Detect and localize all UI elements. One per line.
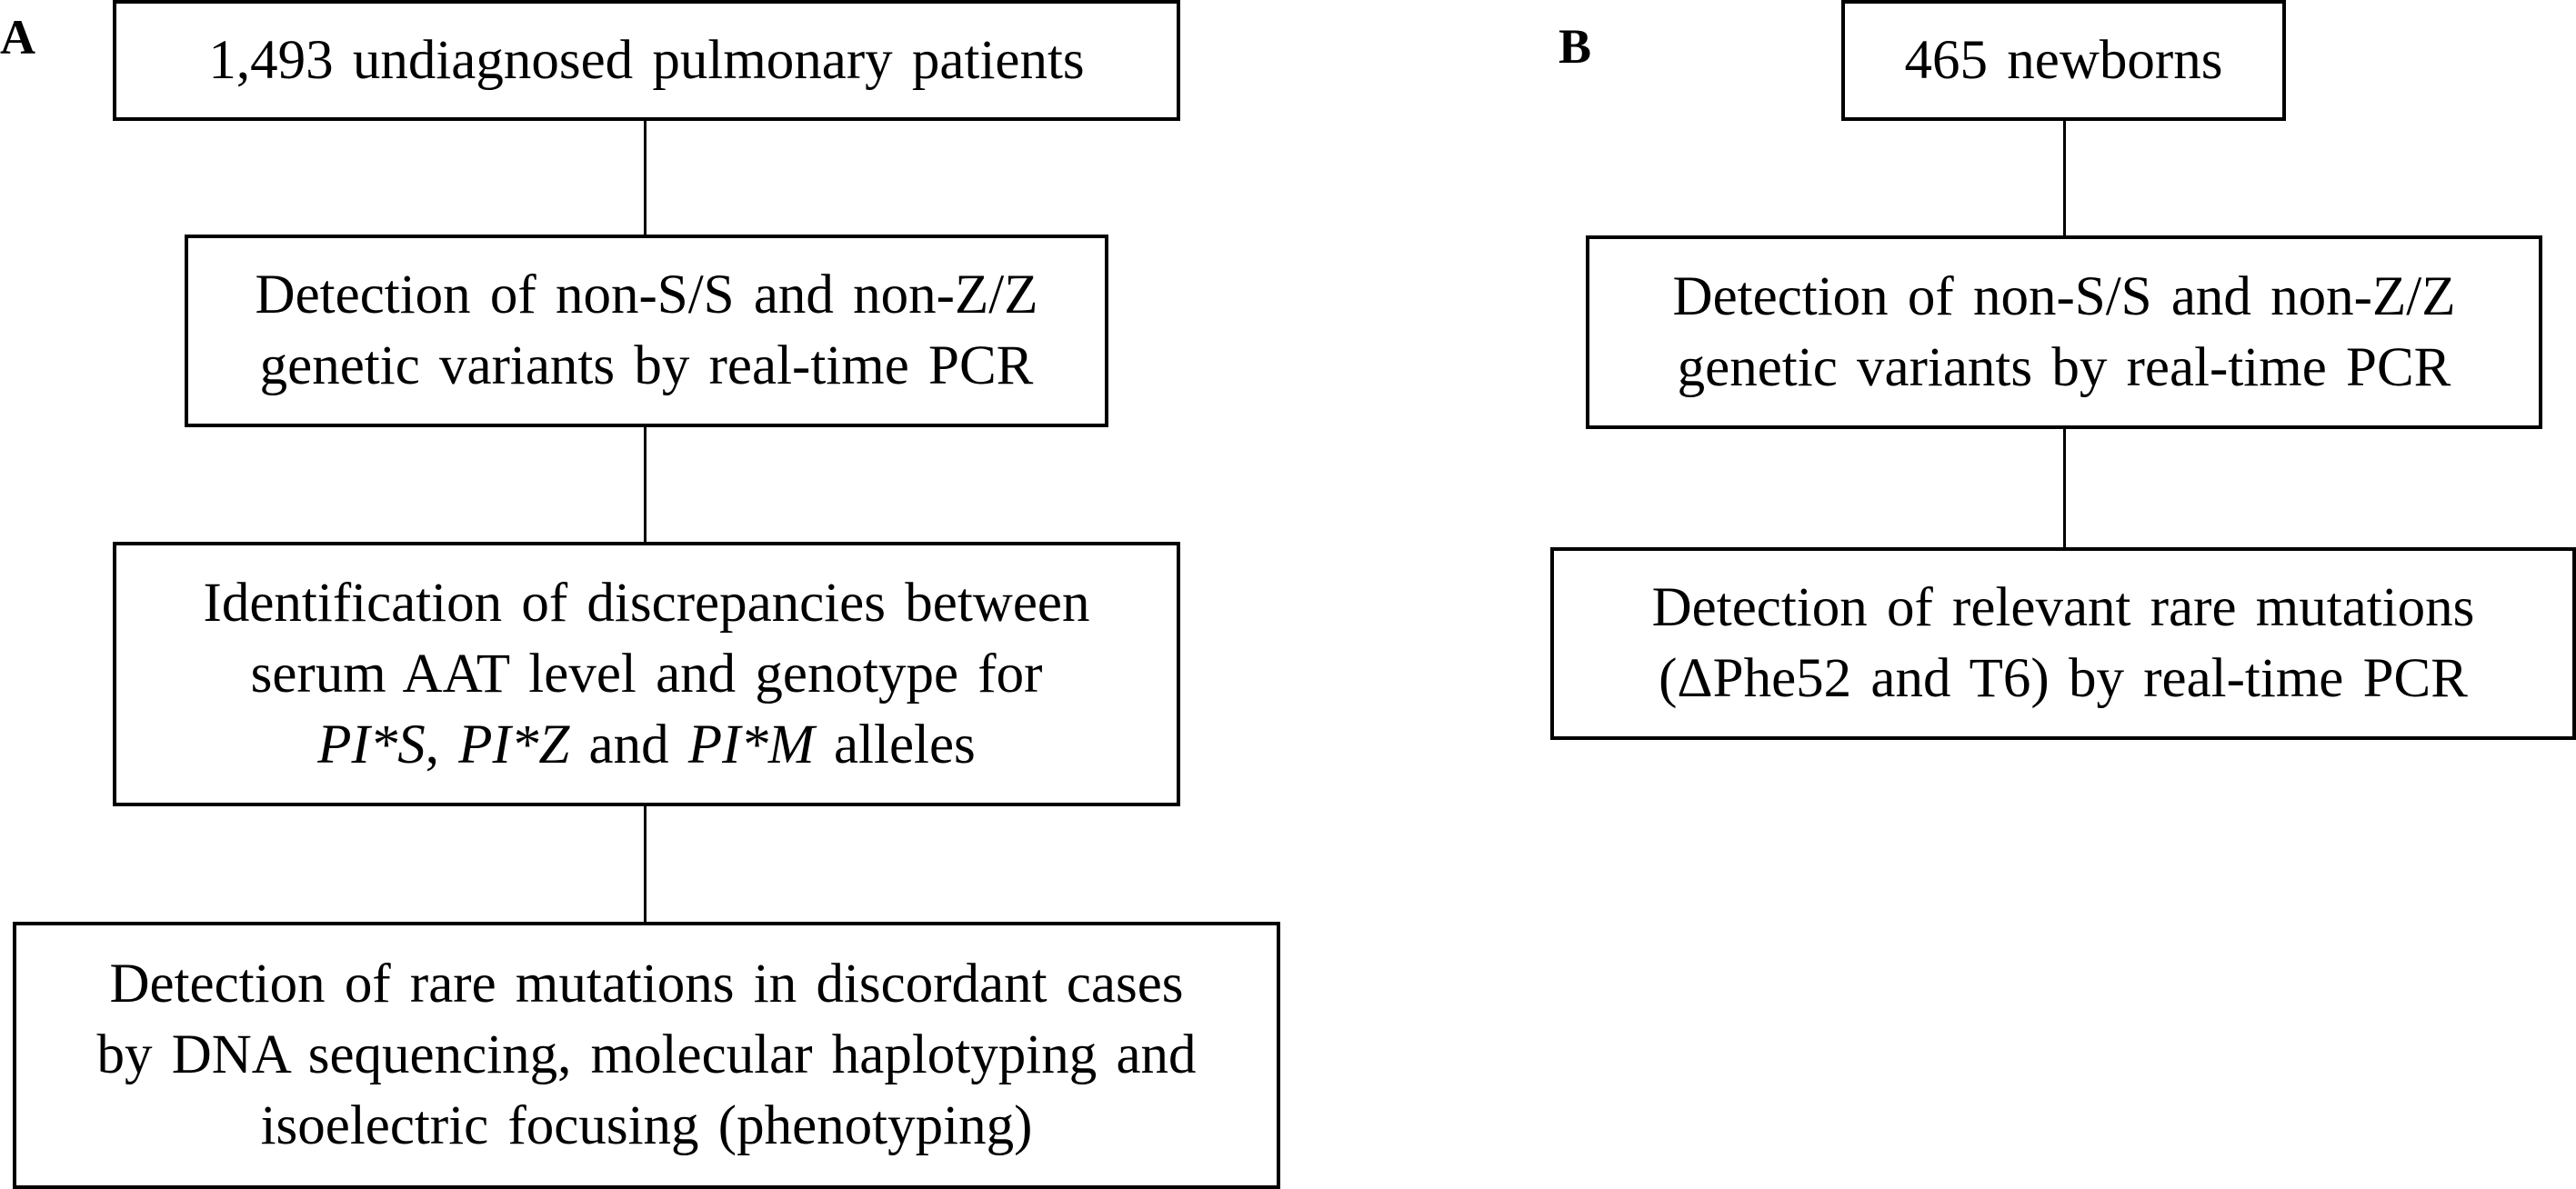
panel-b-step2-line2: genetic variants by real-time PCR: [1677, 336, 2451, 398]
panel-a-step2-line1: Detection of non-S/S and non-Z/Z: [255, 265, 1038, 325]
panel-a-step1-box: 1,493 undiagnosed pulmonary patients: [113, 0, 1180, 121]
allele-pi-m: PI*M: [687, 714, 815, 775]
allele-pi-s: PI*S: [317, 714, 426, 775]
alleles-suffix: alleles: [814, 714, 976, 775]
panel-a-step3-line1: Identification of discrepancies between: [203, 572, 1090, 634]
panel-b-connector-2: [2063, 429, 2066, 547]
panel-b-step1-text: 465 newborns: [1904, 29, 2223, 91]
panel-a-step4-box: Detection of rare mutations in discordan…: [13, 922, 1280, 1189]
panel-a-step4-line2: by DNA sequencing, molecular haplotyping…: [96, 1024, 1197, 1085]
panel-b-step3-box: Detection of relevant rare mutations (ΔP…: [1550, 547, 2576, 740]
panel-a-connector-1: [644, 121, 647, 235]
panel-b-step1-box: 465 newborns: [1841, 0, 2286, 121]
panel-b-connector-1: [2063, 121, 2066, 235]
panel-b-step2-line1: Detection of non-S/S and non-Z/Z: [1672, 265, 2456, 327]
allele-separator-2: and: [569, 714, 688, 775]
panel-a-step4-line3: isoelectric focusing (phenotyping): [260, 1095, 1033, 1156]
panel-b-step3-line2: (ΔPhe52 and T6) by real-time PCR: [1659, 648, 2468, 709]
panel-a-step3-line2: serum AAT level and genotype for: [250, 643, 1043, 704]
panel-a-step2-line2: genetic variants by real-time PCR: [259, 335, 1034, 396]
panel-b-step2-box: Detection of non-S/S and non-Z/Z genetic…: [1586, 235, 2542, 429]
panel-a-step3-line3: PI*S, PI*Z and PI*M alleles: [317, 710, 976, 781]
panel-a-step1-text: 1,493 undiagnosed pulmonary patients: [208, 29, 1085, 91]
panel-a-step4-line1: Detection of rare mutations in discordan…: [109, 954, 1184, 1014]
allele-separator-1: ,: [425, 714, 459, 775]
panel-a-label: A: [0, 10, 35, 65]
panel-a-step3-box: Identification of discrepancies between …: [113, 542, 1180, 806]
panel-b-label: B: [1559, 19, 1592, 74]
panel-a-connector-3: [644, 806, 647, 922]
panel-a-connector-2: [644, 427, 647, 542]
panel-b-step3-line1: Detection of relevant rare mutations: [1651, 577, 2475, 638]
allele-pi-z: PI*Z: [458, 714, 570, 775]
panel-a-step2-box: Detection of non-S/S and non-Z/Z genetic…: [185, 235, 1108, 427]
